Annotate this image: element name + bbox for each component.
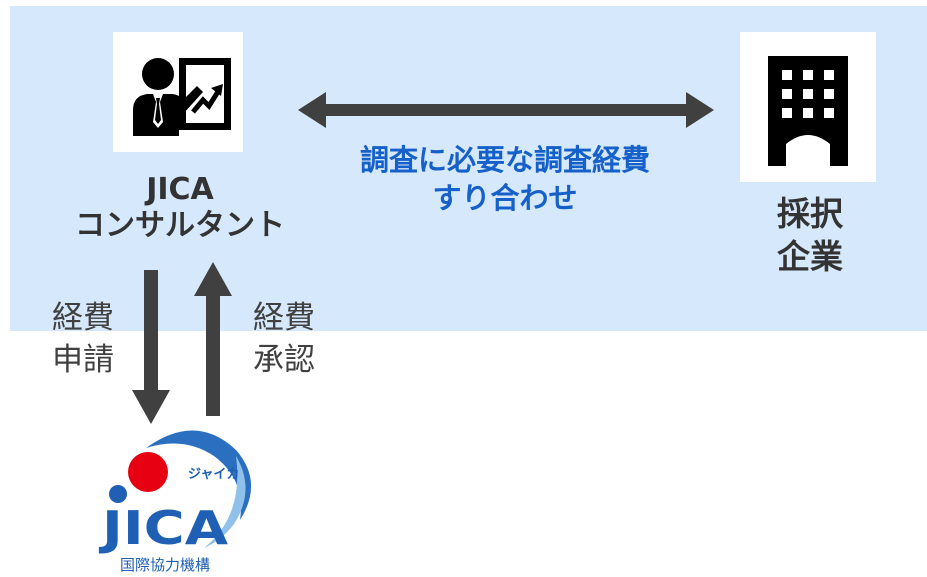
expense-request-arrow [132, 270, 170, 424]
office-building-icon [768, 56, 848, 166]
consultant-label-line1: JICA [146, 172, 214, 207]
company-label: 採択 企業 [760, 193, 860, 279]
coordination-label-line2: すり合わせ [432, 180, 578, 215]
expense-approval-line2: 承認 [253, 341, 315, 378]
coordination-label-line1: 調査に必要な調査経費 [359, 143, 650, 177]
expense-approval-label: 経費 承認 [253, 298, 315, 382]
expense-request-line1: 経費 [52, 300, 114, 336]
expense-approval-line1: 経費 [253, 300, 315, 336]
expense-request-label: 経費 申請 [52, 298, 114, 382]
jica-logo-katakana: ジャイカ [188, 467, 239, 482]
coordination-label: 調査に必要な調査経費 すり合わせ [300, 142, 710, 217]
jica-logo-wordmark: JICA [98, 501, 228, 555]
coordination-arrow [298, 92, 714, 128]
consultant-label: JICA コンサルタント [40, 172, 320, 244]
company-label-line1: 採択 [777, 194, 843, 233]
company-icon-card [740, 32, 876, 182]
company-label-line2: 企業 [777, 236, 843, 276]
jica-logo-org-name: 国際協力機構 [120, 556, 210, 574]
presenter-icon [133, 58, 231, 136]
jica-logo: ジャイカ JICA 国際協力機構 [98, 430, 252, 574]
expense-request-line2: 申請 [52, 341, 114, 378]
consultant-icon-card [113, 32, 243, 152]
expense-approval-arrow [194, 262, 232, 416]
consultant-label-line2: コンサルタント [75, 208, 285, 243]
